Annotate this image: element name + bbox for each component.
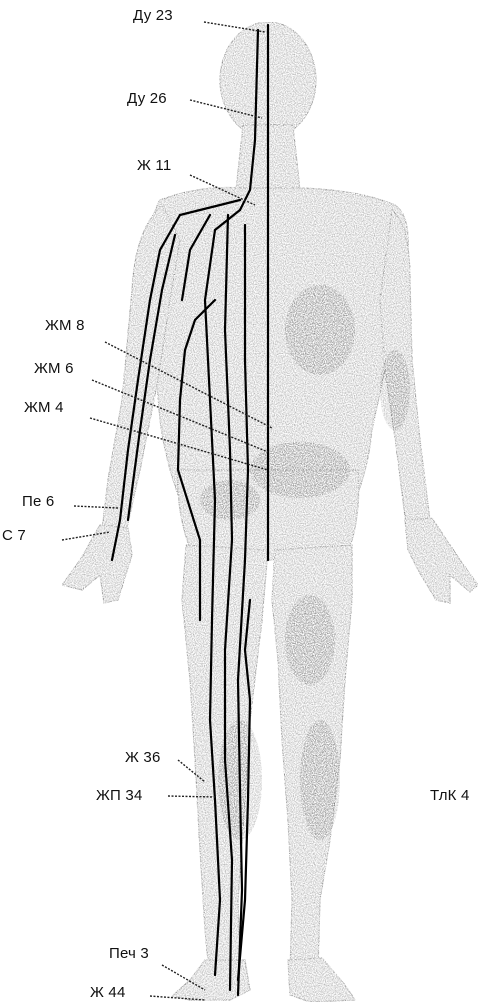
hand-viewer-left [62,525,132,603]
label-pe6: Пе 6 [22,493,54,510]
foot-viewer-right [288,958,355,1002]
label-du26: Ду 26 [127,90,167,107]
label-zh11: Ж 11 [137,157,171,174]
label-c7: С 7 [2,527,26,544]
label-tlk4: ТлК 4 [430,787,470,804]
label-zh44: Ж 44 [90,984,126,1001]
label-du23: Ду 23 [133,7,173,24]
body-silhouette [62,22,478,1002]
label-zhm6: ЖМ 6 [34,360,74,377]
leader-zhp34 [168,796,215,797]
hand-viewer-right [405,518,478,603]
label-zhm8: ЖМ 8 [45,317,85,334]
label-zh36: Ж 36 [125,749,161,766]
label-zhm4: ЖМ 4 [24,399,64,416]
label-zhp34: ЖП 34 [96,787,142,804]
label-pech3: Печ 3 [109,945,149,962]
